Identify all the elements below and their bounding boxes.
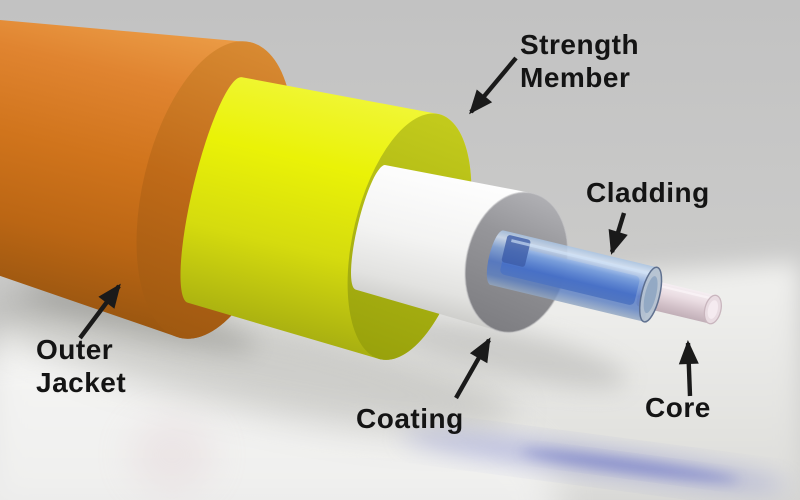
strength-member-label: Strength Member: [520, 29, 640, 93]
core-highlight: [656, 284, 712, 300]
coating-arrow: [454, 337, 491, 400]
core-label: Core: [645, 392, 711, 423]
cladding-end-ring-inner: [643, 276, 658, 314]
floor-shadow-mid: [383, 316, 627, 388]
cladding-arrow: [608, 212, 628, 255]
callout-arrows: [78, 56, 699, 400]
cladding-sleeve: [486, 230, 658, 322]
cladding-label: Cladding: [586, 177, 710, 208]
outer-jacket-label: Outer Jacket: [36, 334, 127, 398]
cladding-highlight: [511, 239, 652, 276]
coating-label: Coating: [356, 403, 464, 434]
cable-cutaway: [0, 12, 722, 360]
blue-ground-reflection-core: [520, 450, 740, 482]
outer-jacket-arrow: [78, 283, 121, 340]
pink-reflection: [130, 417, 214, 493]
strength-member-arrow: [469, 56, 518, 115]
core-tip: [703, 294, 722, 325]
core-arrow: [678, 340, 699, 397]
cladding-layer: [486, 230, 663, 323]
core-tip-center: [707, 300, 719, 319]
